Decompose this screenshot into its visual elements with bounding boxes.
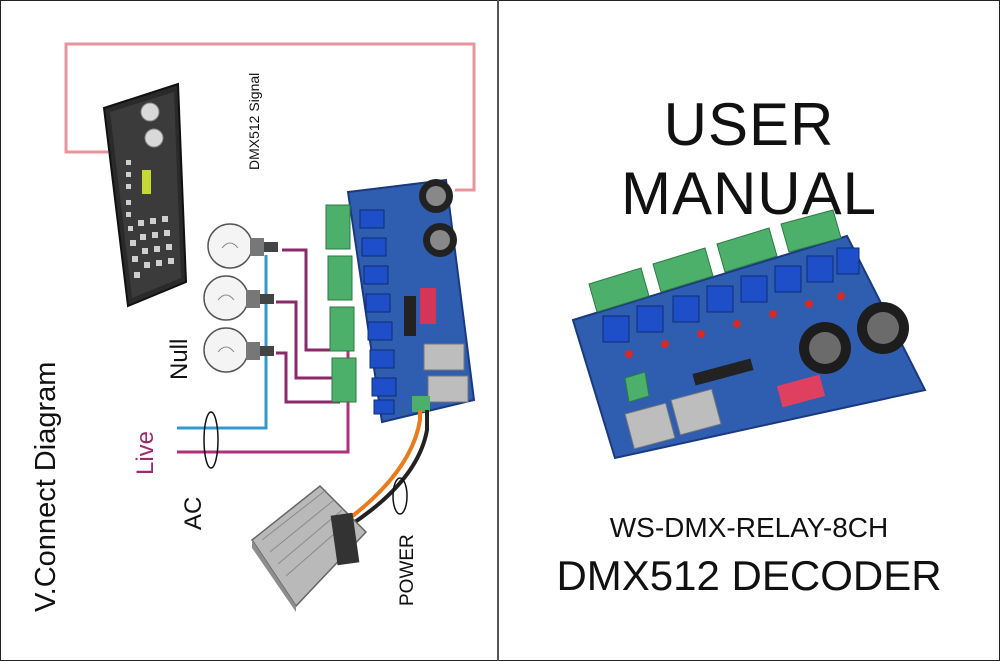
null-label: Null (166, 338, 193, 380)
dmx-signal-wire (64, 42, 476, 192)
neutral-wire (177, 255, 268, 430)
relay-wire-3 (276, 351, 340, 404)
power-wire-negative (350, 410, 429, 526)
power-label: POWER (397, 534, 418, 606)
light-bulb-icon (203, 327, 274, 373)
model-number: WS-DMX-RELAY-8CH (609, 512, 889, 543)
page-divider (497, 0, 499, 661)
live-label: Live (132, 430, 159, 475)
power-supply-icon (250, 484, 368, 612)
live-wire (177, 340, 350, 454)
ac-bundle-marker (203, 411, 219, 469)
dmx-console-icon (102, 82, 188, 308)
relay-wire-2 (276, 300, 340, 380)
relay-board-icon (325, 178, 476, 424)
diagram-graphic (64, 42, 476, 612)
power-wire-positive (348, 410, 422, 520)
relay-wire-1 (282, 248, 340, 352)
light-bulb-icon (207, 223, 278, 269)
ac-label: AC (180, 496, 207, 530)
connection-diagram: V.Connect Diagram DMX512 Signal Null Liv… (0, 0, 497, 661)
light-bulb-icon (203, 275, 274, 321)
diagram-heading: V.Connect Diagram (30, 361, 62, 612)
product-name: DMX512 DECODER (556, 552, 942, 599)
product-cover: USER MANUAL WS-DMX-RELAY-8CH DMX512 DEC (499, 0, 1000, 661)
power-bundle-marker (392, 477, 408, 515)
relay-board-icon (571, 209, 927, 460)
dmx-signal-label: DMX512 Signal (246, 72, 262, 170)
